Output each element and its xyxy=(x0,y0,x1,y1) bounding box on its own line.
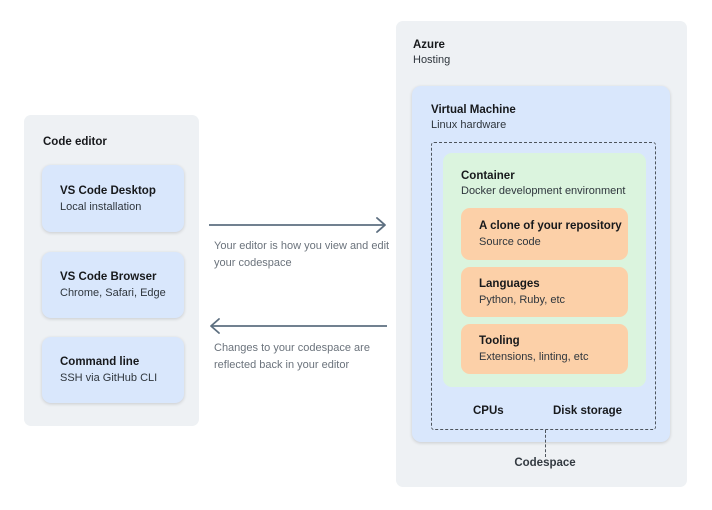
tooling-subtitle: Extensions, linting, etc xyxy=(479,351,589,363)
command-line-box: Command line SSH via GitHub CLI xyxy=(42,337,184,403)
vs-code-browser-subtitle: Chrome, Safari, Edge xyxy=(60,287,166,299)
vs-code-desktop-subtitle: Local installation xyxy=(60,200,142,213)
codespace-connector-line xyxy=(545,430,546,457)
languages-box: Languages Python, Ruby, etc xyxy=(461,267,628,317)
command-line-subtitle: SSH via GitHub CLI xyxy=(60,372,158,384)
container-title: Container xyxy=(461,170,515,182)
tooling-box: Tooling Extensions, linting, etc xyxy=(461,324,628,374)
flow-caption-editor: Your editor is how you view and edit you… xyxy=(214,240,390,269)
vs-code-browser-title: VS Code Browser xyxy=(60,271,157,283)
container-subtitle: Docker development environment xyxy=(461,185,626,197)
cpus-label: CPUs xyxy=(473,405,504,417)
flow-caption-changes: Changes to your codespace are reflected … xyxy=(214,342,370,371)
left-arrow-icon xyxy=(210,318,387,334)
vs-code-desktop-title: VS Code Desktop xyxy=(60,184,156,197)
azure-title: Azure xyxy=(413,39,445,51)
languages-title: Languages xyxy=(479,278,540,290)
vs-code-desktop-box: VS Code Desktop Local installation xyxy=(42,165,184,232)
codespace-dashed-boundary xyxy=(431,142,656,430)
code-editor-title: Code editor xyxy=(43,136,107,148)
tooling-title: Tooling xyxy=(479,335,520,347)
languages-subtitle: Python, Ruby, etc xyxy=(479,294,566,306)
codespace-annotation: Codespace xyxy=(514,457,576,469)
virtual-machine-subtitle: Linux hardware xyxy=(431,119,507,131)
disk-storage-label: Disk storage xyxy=(553,405,623,417)
repository-clone-title: A clone of your repository xyxy=(479,220,622,232)
right-arrow-icon xyxy=(209,217,386,233)
repository-clone-subtitle: Source code xyxy=(479,236,541,248)
command-line-title: Command line xyxy=(60,356,140,368)
virtual-machine-title: Virtual Machine xyxy=(431,104,516,116)
vs-code-browser-box: VS Code Browser Chrome, Safari, Edge xyxy=(42,252,184,318)
repository-clone-box: A clone of your repository Source code xyxy=(461,208,628,260)
azure-subtitle: Hosting xyxy=(413,54,451,66)
